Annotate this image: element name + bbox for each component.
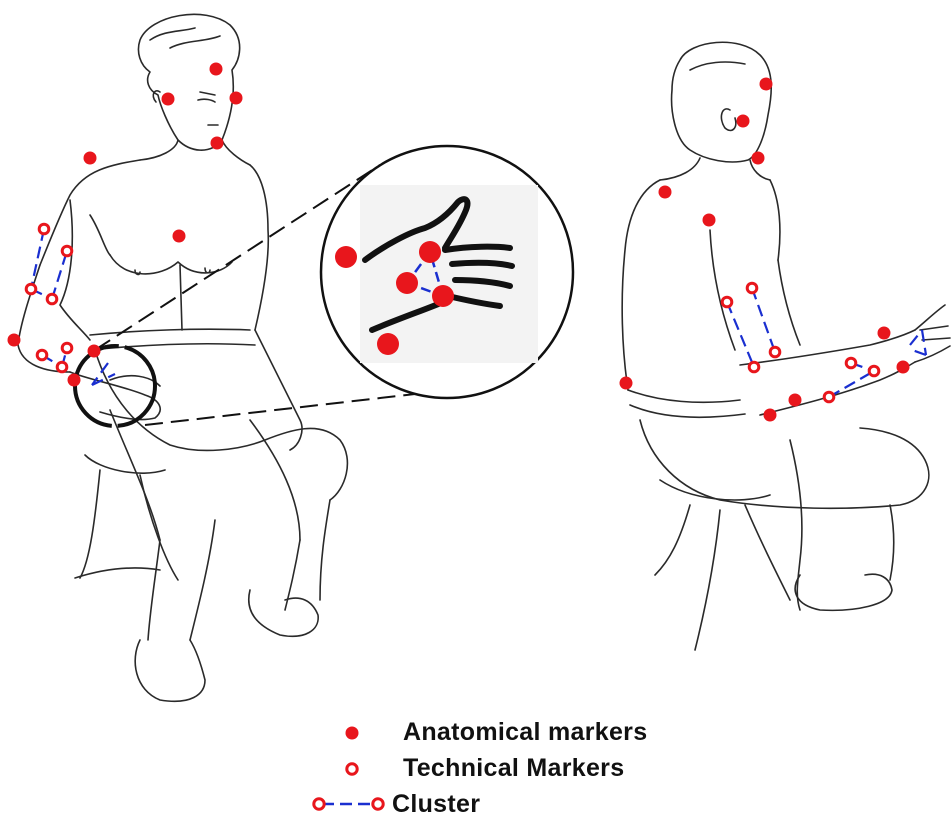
legend-cluster-label: Cluster	[392, 790, 480, 818]
technical-marker	[749, 362, 759, 372]
zoom-inset	[321, 146, 573, 398]
anatomical-marker	[620, 377, 633, 390]
technical-marker	[47, 294, 57, 304]
technical-marker	[824, 392, 834, 402]
anatomical-marker	[210, 63, 223, 76]
legend	[314, 727, 383, 810]
technical-marker	[747, 283, 757, 293]
anatomical-marker	[162, 93, 175, 106]
anatomical-marker	[764, 409, 777, 422]
anatomical-marker	[760, 78, 773, 91]
anatomical-marker	[88, 345, 101, 358]
technical-marker	[722, 297, 732, 307]
zoom-cluster-marker	[419, 241, 441, 263]
anatomical-marker	[789, 394, 802, 407]
technical-marker	[39, 224, 49, 234]
filled-dot-icon	[346, 727, 359, 740]
anatomical-marker	[173, 230, 186, 243]
zoom-cluster-marker	[432, 285, 454, 307]
ring-dash-ring-icon	[314, 799, 383, 809]
anatomical-marker	[659, 186, 672, 199]
technical-marker	[26, 284, 36, 294]
zoom-cluster-marker	[396, 272, 418, 294]
technical-marker	[846, 358, 856, 368]
anatomical-marker	[230, 92, 243, 105]
front-figure-drawing	[18, 14, 347, 701]
side-figure-drawing	[622, 42, 950, 650]
technical-marker	[62, 343, 72, 353]
anatomical-marker	[703, 214, 716, 227]
technical-marker	[57, 362, 67, 372]
anatomical-marker	[211, 137, 224, 150]
ring-dot-icon	[347, 764, 357, 774]
technical-marker	[62, 246, 72, 256]
technical-marker	[869, 366, 879, 376]
zoom-anatomical-marker	[335, 246, 357, 268]
anatomical-marker	[68, 374, 81, 387]
anatomical-marker	[84, 152, 97, 165]
anatomical-marker	[752, 152, 765, 165]
anatomical-marker	[897, 361, 910, 374]
anatomical-marker	[8, 334, 21, 347]
technical-marker	[770, 347, 780, 357]
zoom-anatomical-marker	[377, 333, 399, 355]
legend-technical-label: Technical Markers	[403, 754, 624, 782]
anatomical-marker	[878, 327, 891, 340]
technical-marker	[37, 350, 47, 360]
legend-anatomical-label: Anatomical markers	[403, 718, 647, 746]
anatomical-marker	[737, 115, 750, 128]
